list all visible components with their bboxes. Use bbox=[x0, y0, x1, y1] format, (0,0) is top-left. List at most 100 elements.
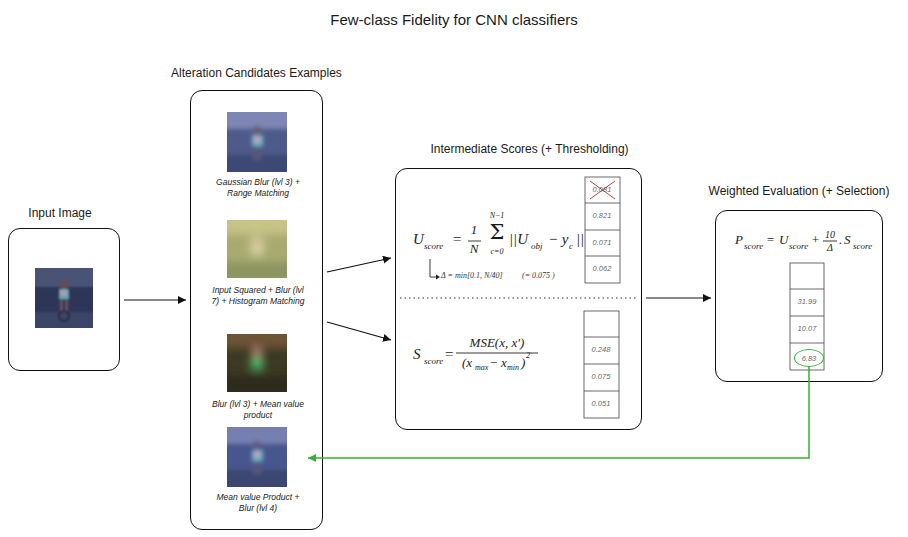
table-row-line bbox=[790, 316, 824, 317]
table-cell: 0.051 bbox=[592, 400, 611, 408]
flow-arrow bbox=[646, 297, 711, 298]
photo-background bbox=[227, 427, 287, 487]
scores-box: Intermediate Scores (+ Thresholding) bbox=[395, 168, 642, 430]
math-superscript: 2 bbox=[526, 352, 530, 361]
candidate-photo bbox=[227, 334, 287, 392]
table-cell: 0.075 bbox=[592, 373, 611, 381]
math-symbol: U bbox=[413, 231, 424, 248]
table-cell: 0.062 bbox=[593, 265, 612, 273]
flow-arrow bbox=[327, 258, 391, 272]
math-symbol: − y bbox=[548, 231, 569, 248]
input-box: Input Image bbox=[8, 228, 120, 371]
dotted-separator bbox=[400, 297, 637, 298]
math-symbol: (x bbox=[462, 356, 472, 370]
table-row-line bbox=[584, 337, 619, 338]
photo-content bbox=[227, 427, 287, 487]
table-cell: 0.071 bbox=[593, 239, 612, 247]
photo-background bbox=[227, 220, 287, 278]
input-photo bbox=[35, 268, 93, 328]
flow-arrow bbox=[308, 367, 809, 458]
table-row-line bbox=[584, 364, 619, 365]
fraction-denominator: N bbox=[470, 242, 479, 256]
child-body bbox=[252, 450, 263, 461]
flow-arrow bbox=[124, 299, 186, 300]
photo-ground bbox=[227, 262, 287, 278]
score-table bbox=[585, 177, 620, 283]
math-operator: . bbox=[839, 233, 842, 247]
table-cell: 0.081 bbox=[593, 186, 612, 194]
photo-ground bbox=[227, 375, 287, 392]
math-symbol: ) bbox=[521, 356, 525, 370]
reject-cross bbox=[590, 181, 615, 199]
child-leg bbox=[253, 461, 261, 475]
score-table bbox=[584, 311, 619, 418]
fraction-bar bbox=[456, 353, 538, 354]
selected-score: 6.83 bbox=[794, 349, 824, 367]
math-subscript: score bbox=[789, 242, 808, 252]
cross-stroke bbox=[590, 181, 615, 199]
photo-background bbox=[35, 268, 93, 328]
table-frame bbox=[585, 177, 620, 283]
math-symbol: S bbox=[844, 233, 851, 247]
math-subscript: min bbox=[507, 364, 519, 373]
bike-wheel bbox=[59, 311, 69, 321]
table-row-line bbox=[585, 256, 620, 257]
table-row-line bbox=[790, 289, 824, 290]
photo-ground bbox=[227, 155, 287, 172]
child-body bbox=[250, 236, 264, 256]
candidate-caption: Gaussian Blur (lvl 3) + Range Matching bbox=[210, 177, 306, 199]
sum-symbol: Σ bbox=[490, 221, 505, 244]
math-subscript: c bbox=[569, 242, 573, 252]
child-leg bbox=[253, 146, 261, 160]
math-operator: + bbox=[811, 233, 820, 247]
math-symbol: || bbox=[576, 231, 584, 248]
photo-wall bbox=[227, 220, 287, 234]
table-frame bbox=[584, 311, 619, 418]
candidate-item: Mean value Product + Blur (lvl 4) bbox=[210, 428, 306, 518]
fraction-denominator: Δ bbox=[827, 242, 833, 253]
photo-content bbox=[227, 220, 287, 278]
photo-content bbox=[227, 112, 287, 172]
fraction-numerator: 1 bbox=[471, 223, 478, 237]
photo-background bbox=[227, 112, 287, 172]
candidate-photo bbox=[227, 427, 287, 487]
threshold-value: (= 0.075 ) bbox=[522, 272, 555, 281]
math-subscript: score bbox=[744, 242, 763, 252]
fraction-bar bbox=[823, 241, 837, 242]
candidate-photo bbox=[227, 112, 287, 172]
math-operator: = bbox=[766, 233, 775, 247]
table-row-line bbox=[584, 391, 619, 392]
child-body bbox=[251, 357, 263, 369]
score-table bbox=[790, 263, 824, 370]
fraction-numerator: 10 bbox=[825, 229, 835, 240]
photo-wall bbox=[227, 112, 287, 129]
child-shirt bbox=[61, 291, 66, 295]
child-shirt bbox=[253, 240, 261, 248]
math-subscript: score bbox=[424, 242, 443, 252]
photo-background bbox=[227, 334, 287, 392]
photo-wall bbox=[35, 268, 93, 287]
table-row-line bbox=[585, 203, 620, 204]
box-heading: Weighted Evaluation (+ Selection) bbox=[636, 184, 908, 198]
score-value: 6.83 bbox=[802, 354, 817, 363]
candidate-photo bbox=[227, 220, 287, 278]
photo-content bbox=[227, 334, 287, 392]
child-body bbox=[59, 289, 69, 299]
candidate-item: Blur (lvl 3) + Mean value product bbox=[210, 335, 306, 425]
math-symbol: − x bbox=[489, 356, 507, 370]
photo-wall bbox=[227, 334, 287, 348]
math-subscript: max bbox=[475, 364, 488, 373]
math-subscript: score bbox=[853, 242, 872, 252]
child-shirt bbox=[254, 452, 260, 456]
flow-arrow bbox=[327, 322, 391, 340]
threshold-note: Δ = min[0.1, N/40] bbox=[441, 272, 503, 281]
child-shirt bbox=[254, 137, 260, 141]
math-subscript: obj bbox=[531, 242, 543, 252]
child-body bbox=[252, 135, 263, 146]
table-cell: 0.248 bbox=[592, 346, 611, 354]
leader-arrow bbox=[430, 259, 436, 277]
photo-ground bbox=[227, 470, 287, 487]
diagram-title: Few-class Fidelity for CNN classifiers bbox=[0, 11, 908, 28]
